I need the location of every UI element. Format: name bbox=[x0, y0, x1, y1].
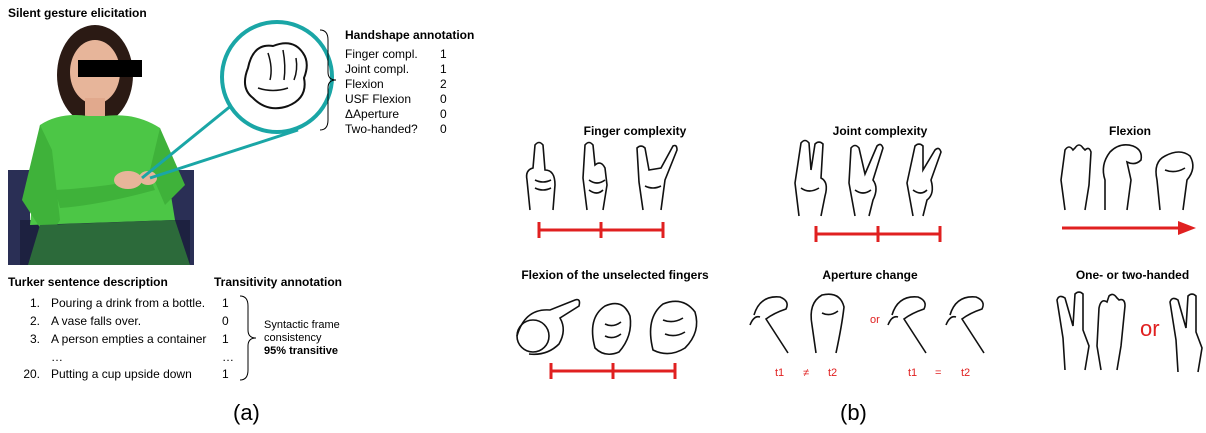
aperture-t1-b: t1 bbox=[908, 367, 917, 379]
finger-complexity-title: Finger complexity bbox=[555, 124, 715, 138]
hands-or: or bbox=[1140, 316, 1160, 342]
row-value: 2 bbox=[440, 77, 447, 91]
finger-complexity-hands bbox=[515, 140, 695, 215]
sentence-num: 2. bbox=[18, 314, 40, 328]
consistency-line1: Syntactic frame bbox=[264, 319, 340, 331]
aperture-or: or bbox=[870, 314, 880, 326]
row-label: Flexion bbox=[345, 77, 384, 91]
consistency-line3: 95% transitive bbox=[264, 345, 338, 357]
sentence-value: 1 bbox=[222, 367, 229, 381]
aperture-t2-a: t2 bbox=[828, 367, 837, 379]
usf-flexion-title: Flexion of the unselected fingers bbox=[515, 268, 715, 282]
sentence-text: A person empties a container bbox=[51, 332, 206, 346]
row-value: 1 bbox=[440, 47, 447, 61]
sentence-text: Pouring a drink from a bottle. bbox=[51, 296, 205, 310]
handshape-row: Two-handed?0 bbox=[345, 122, 418, 137]
row-label: Finger compl. bbox=[345, 47, 418, 61]
aperture-eq: = bbox=[935, 367, 941, 379]
sentence-text: … bbox=[51, 350, 63, 364]
row-value: 0 bbox=[440, 92, 447, 106]
usf-flexion-scale bbox=[547, 361, 679, 381]
handshape-row: Finger compl.1 bbox=[345, 47, 418, 62]
flexion-arrow bbox=[1060, 218, 1200, 238]
transitivity-title: Transitivity annotation bbox=[214, 275, 342, 289]
usf-flexion-hands bbox=[505, 288, 715, 363]
row-label: USF Flexion bbox=[345, 92, 411, 106]
aperture-t1-a: t1 bbox=[775, 367, 784, 379]
transitivity-brace bbox=[238, 294, 258, 384]
finger-complexity-scale bbox=[535, 220, 667, 240]
row-label: ΔAperture bbox=[345, 107, 399, 121]
handshape-title: Handshape annotation bbox=[345, 28, 474, 42]
one-two-handed-title: One- or two-handed bbox=[1060, 268, 1205, 282]
row-value: 1 bbox=[440, 62, 447, 76]
handshape-brace bbox=[318, 28, 338, 133]
flexion-title: Flexion bbox=[1070, 124, 1190, 138]
sentence-text: A vase falls over. bbox=[51, 314, 141, 328]
joint-complexity-title: Joint complexity bbox=[800, 124, 960, 138]
panel-b-label: (b) bbox=[840, 400, 867, 426]
row-value: 0 bbox=[440, 107, 447, 121]
panel-a-label: (a) bbox=[233, 400, 260, 426]
row-label: Joint compl. bbox=[345, 62, 409, 76]
sentence-num: 1. bbox=[18, 296, 40, 310]
row-label: Two-handed? bbox=[345, 122, 418, 136]
flexion-hands bbox=[1055, 140, 1205, 212]
sentence-text: Putting a cup upside down bbox=[51, 367, 192, 381]
turker-title: Turker sentence description bbox=[8, 275, 168, 289]
aperture-change-title: Aperture change bbox=[800, 268, 940, 282]
aperture-change-hands bbox=[740, 285, 990, 355]
sentence-num: 20. bbox=[18, 367, 40, 381]
consistency-line2: consistency bbox=[264, 332, 321, 344]
row-value: 0 bbox=[440, 122, 447, 136]
sentence-num: 3. bbox=[18, 332, 40, 346]
aperture-t2-b: t2 bbox=[961, 367, 970, 379]
two-handed-hands bbox=[1055, 288, 1135, 372]
sentence-value: 0 bbox=[222, 314, 229, 328]
sentence-value: 1 bbox=[222, 332, 229, 346]
sentence-value: … bbox=[222, 350, 234, 364]
one-handed-hand bbox=[1168, 290, 1206, 374]
sentence-value: 1 bbox=[222, 296, 229, 310]
handshape-row: Joint compl.1 bbox=[345, 62, 409, 77]
aperture-neq: ≠ bbox=[803, 367, 809, 379]
joint-complexity-hands bbox=[785, 138, 965, 218]
joint-complexity-scale bbox=[812, 224, 944, 244]
